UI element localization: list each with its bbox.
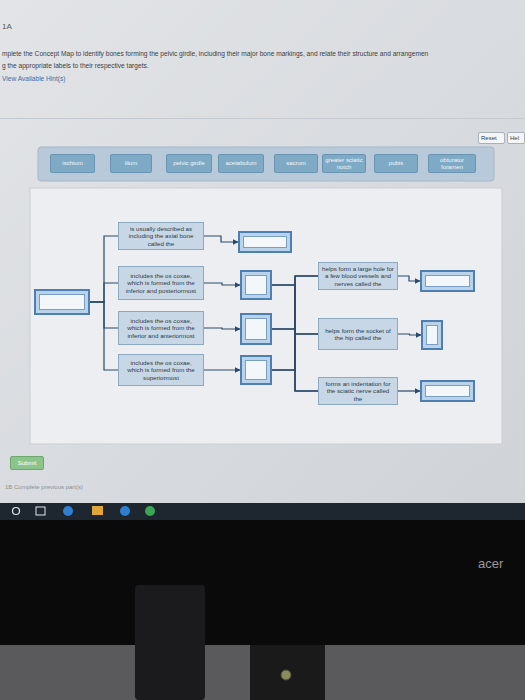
concept-box: helps form the socket of the hip called …: [318, 318, 398, 350]
instruction-text: g the appropriate labels to their respec…: [2, 62, 149, 69]
monitor-bezel: [0, 520, 525, 645]
node-text: helps form the socket of the hip called …: [322, 327, 394, 341]
connector-line: [272, 329, 318, 334]
search-icon: [13, 508, 20, 515]
map-panel: [30, 188, 502, 444]
drop-target: [34, 289, 90, 315]
target-slot: [243, 236, 287, 248]
concept-box: includes the os coxae, which is formed f…: [118, 266, 204, 300]
connector-line: [90, 302, 118, 370]
part-status: 1B Complete previous part(s): [5, 484, 83, 490]
label-bank: [38, 147, 494, 181]
connector-line: [90, 236, 118, 302]
label-chip: ischium: [50, 154, 95, 173]
connector-line: [90, 302, 118, 328]
node-text: Hel: [510, 135, 519, 142]
instruction-text: mplete the Concept Map to identify bones…: [2, 50, 428, 57]
submit-button: Submit: [10, 456, 44, 470]
concept-box: helps form a large hole for a few blood …: [318, 262, 398, 290]
connector-arrow: [398, 390, 420, 391]
label-chip: greater sciatic notch: [322, 154, 366, 173]
node-text: forms an indentation for the sciatic ner…: [322, 380, 394, 401]
label-chip: pelvic girdle: [166, 154, 212, 173]
drop-target: [240, 270, 272, 300]
part-heading: 1A: [2, 22, 12, 31]
desk-object: [135, 585, 205, 700]
concept-box: includes the os coxae, which is formed f…: [118, 354, 204, 386]
browser-icon: [120, 506, 130, 516]
reset-button: Reset: [478, 132, 505, 144]
connector-line: [272, 276, 318, 329]
drop-target: [421, 320, 443, 350]
drop-target: [240, 355, 272, 385]
node-text: pelvic girdle: [173, 160, 205, 167]
connector-line: [272, 276, 318, 285]
target-slot: [39, 294, 85, 310]
connector-arrow: [204, 369, 240, 370]
taskview-icon: [36, 507, 45, 515]
connector-line: [272, 285, 318, 391]
taskbar: [0, 503, 525, 520]
connector-line: [272, 334, 318, 370]
label-chip: sacrum: [274, 154, 318, 173]
node-text: greater sciatic notch: [325, 157, 363, 171]
node-text: includes the os coxae, which is formed f…: [122, 317, 200, 338]
target-slot: [426, 325, 438, 345]
connector-line: [272, 276, 318, 370]
target-slot: [425, 385, 470, 397]
target-slot: [245, 318, 267, 340]
help-button: Hel: [507, 132, 525, 144]
power-button: [281, 670, 291, 680]
hint-link: View Available Hint(s): [2, 75, 66, 82]
drop-target: [238, 231, 292, 253]
node-text: includes the os coxae, which is formed f…: [122, 272, 200, 293]
node-text: ilium: [125, 160, 137, 167]
connector-line: [272, 329, 318, 391]
connector-arrow: [204, 236, 238, 242]
node-text: Reset: [481, 135, 497, 142]
node-text: obturator foramen: [431, 157, 473, 171]
browser-icon: [145, 506, 155, 516]
folder-icon: [92, 506, 103, 515]
node-text: acetabulum: [225, 160, 256, 167]
connector-arrow: [204, 283, 240, 285]
drop-target: [420, 270, 475, 292]
target-slot: [245, 360, 267, 380]
node-text: is usually described as including the ax…: [122, 225, 200, 246]
connector-arrow: [204, 328, 240, 329]
drop-target: [420, 380, 475, 402]
brand-logo: acer: [478, 556, 503, 571]
connector-arrow: [398, 334, 421, 335]
concept-box: includes the os coxae, which is formed f…: [118, 311, 204, 345]
screen: [0, 0, 525, 505]
node-text: ischium: [62, 160, 82, 167]
browser-icon: [63, 506, 73, 516]
concept-box: forms an indentation for the sciatic ner…: [318, 377, 398, 405]
target-slot: [245, 275, 267, 295]
divider-line: [0, 118, 525, 119]
node-text: Submit: [18, 460, 37, 467]
target-slot: [425, 275, 470, 287]
connector-line: [90, 283, 118, 302]
label-chip: acetabulum: [218, 154, 264, 173]
node-text: helps form a large hole for a few blood …: [322, 265, 394, 286]
label-chip: obturator foramen: [428, 154, 476, 173]
label-chip: pubis: [374, 154, 418, 173]
connector-arrow: [398, 276, 420, 281]
node-text: includes the os coxae, which is formed f…: [122, 359, 200, 380]
label-chip: ilium: [110, 154, 152, 173]
desk: [0, 645, 525, 700]
node-text: sacrum: [286, 160, 306, 167]
connector-line: [272, 285, 318, 334]
drop-target: [240, 313, 272, 345]
connector-line: [272, 370, 318, 391]
concept-box: is usually described as including the ax…: [118, 222, 204, 250]
node-text: pubis: [389, 160, 403, 167]
monitor-stand: [250, 645, 325, 700]
